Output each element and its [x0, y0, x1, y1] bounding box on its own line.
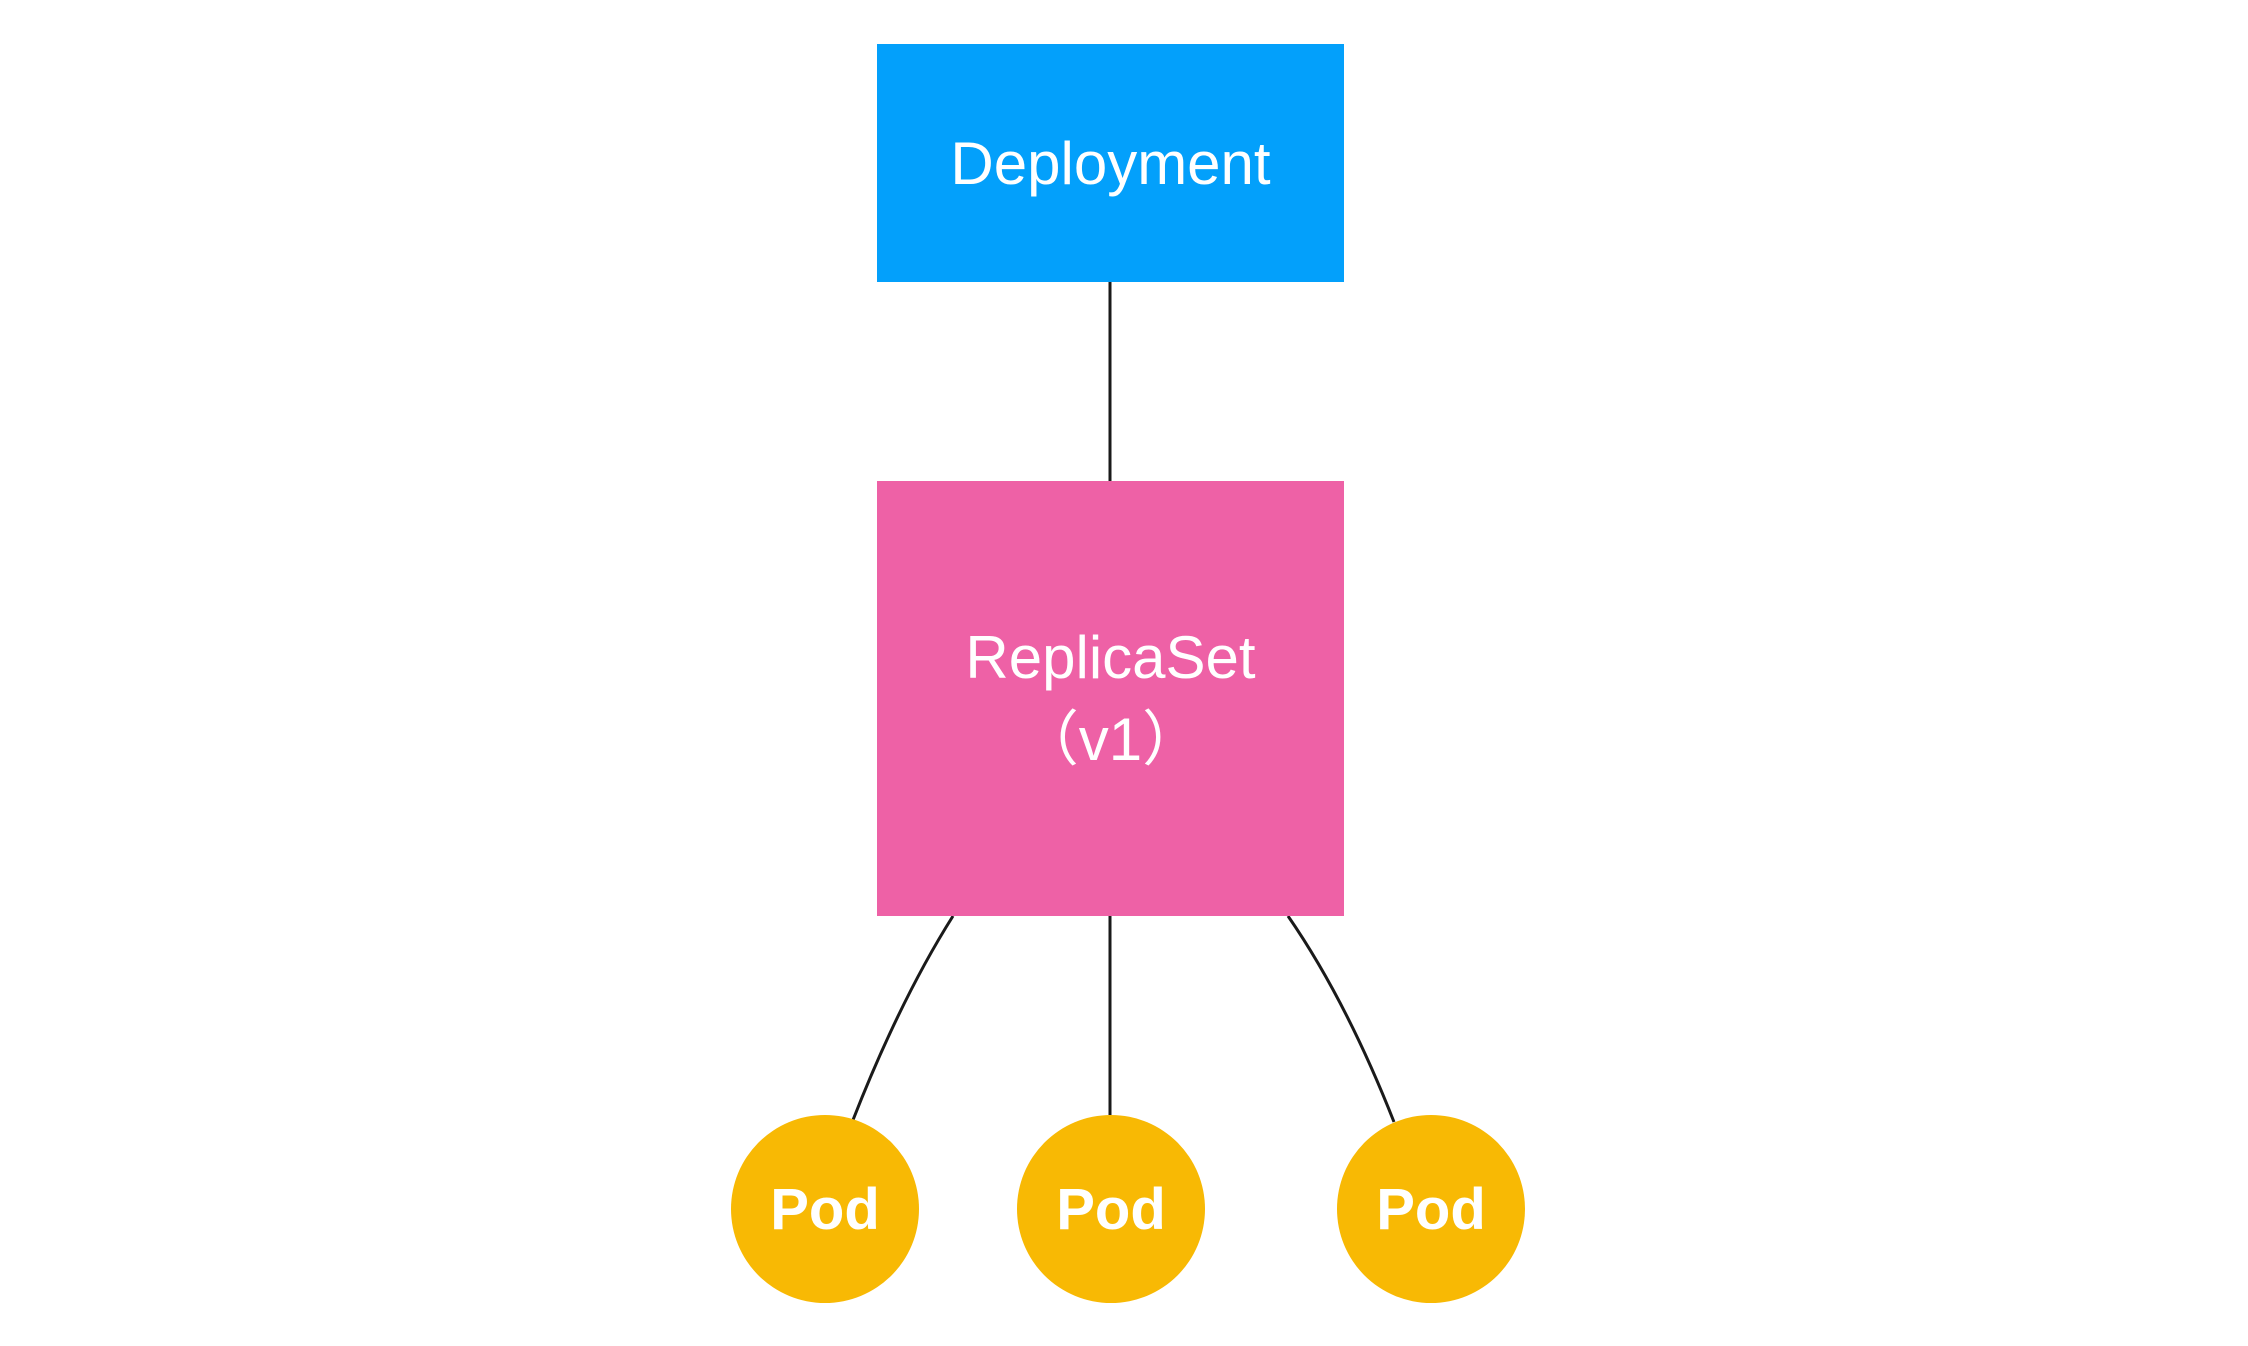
edge-replicaset-to-pod-3: [1286, 915, 1396, 1123]
pod-label: Pod: [1376, 1176, 1486, 1242]
deployment-label: Deployment: [950, 129, 1271, 197]
pod-node: Pod: [731, 1115, 919, 1303]
pod-node: Pod: [1337, 1115, 1525, 1303]
replicaset-version-label: （v1）: [1018, 705, 1203, 773]
pod-label: Pod: [1056, 1176, 1166, 1242]
pod-label: Pod: [770, 1176, 880, 1242]
deployment-node: Deployment: [877, 44, 1344, 282]
replicaset-label: ReplicaSet: [965, 623, 1256, 691]
pod-node: Pod: [1017, 1115, 1205, 1303]
replicaset-node: ReplicaSet （v1）: [877, 481, 1344, 916]
edge-replicaset-to-pod-1: [851, 915, 955, 1121]
